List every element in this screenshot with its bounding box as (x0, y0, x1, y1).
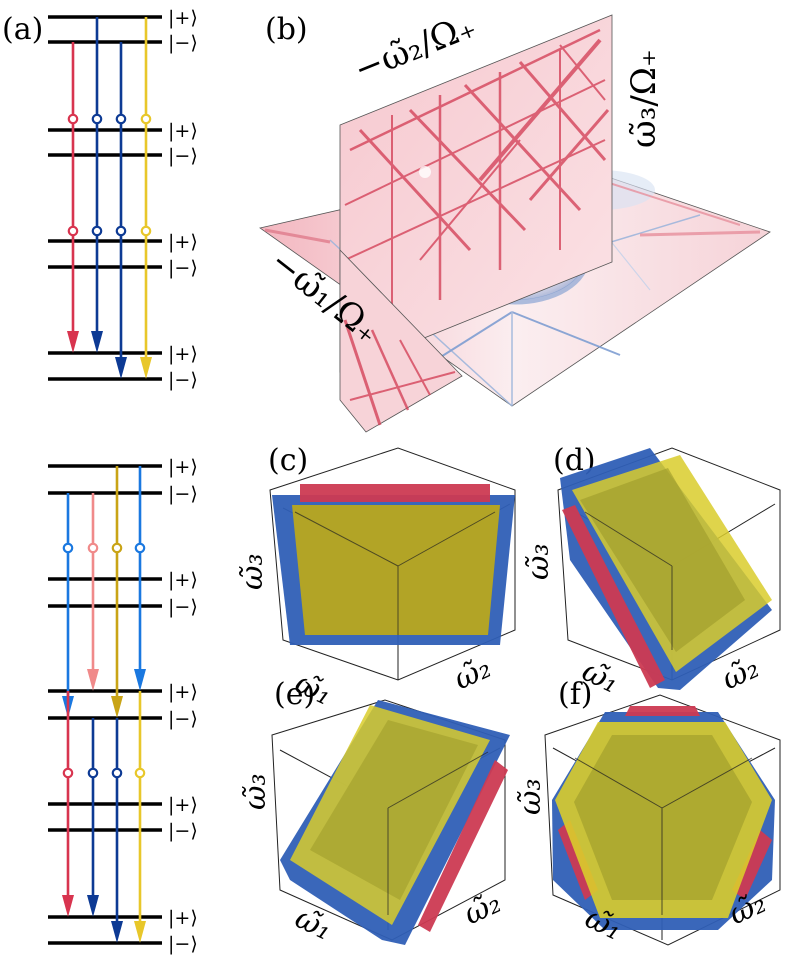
a-bot-intermediate-dot (62, 542, 74, 554)
slab-e-red (418, 760, 508, 932)
a-bot-level-ket: |+⟩ (168, 681, 198, 703)
a-top-level-ket: |−⟩ (168, 257, 198, 279)
a-bot-intermediate-dot (87, 767, 99, 779)
a-top-level-ket: |+⟩ (168, 343, 198, 365)
a-bot-arrow-head (134, 669, 146, 691)
front-wall-red-features (343, 319, 456, 426)
slab-f-red-right (732, 830, 772, 900)
a-bot-arrow-head (111, 921, 123, 943)
panel-f-cube: (f) ω̃₃ ω̃₁ ω̃₂ (513, 677, 781, 948)
a-top-arrow-head (140, 357, 152, 379)
c-omega3-label: ω̃₃ (235, 554, 270, 591)
a-bot-level-ket: |−⟩ (168, 820, 198, 842)
a-top-level-ket: |+⟩ (168, 7, 198, 29)
a-top-intermediate-dot (115, 225, 127, 237)
a-bot-intermediate-dot (134, 542, 146, 554)
a-top-intermediate-dot (91, 113, 103, 125)
d-omega2-label: ω̃₂ (717, 650, 765, 697)
a-bot-intermediate-dot (134, 767, 146, 779)
a-top-level-ket: |+⟩ (168, 231, 198, 253)
a-top-arrow-head (91, 331, 103, 353)
a-top-level-ket: |−⟩ (168, 32, 198, 54)
panel-d-cube: (d) ω̃₃ ω̃₁ ω̃₂ (521, 443, 781, 701)
panel-a-bottom-level-diagram: |+⟩ |−⟩ |+⟩ |−⟩ |+⟩ |−⟩ |+⟩ |−⟩ |+⟩ |−⟩ (48, 456, 198, 955)
a-bot-level-ket: |+⟩ (168, 794, 198, 816)
e-omega2-label: ω̃₂ (459, 885, 507, 932)
a-top-intermediate-dot (140, 113, 152, 125)
back-wall-bright-spot (419, 166, 431, 178)
panel-e-cube: (e) ω̃₃ ω̃₁ ω̃₂ (238, 677, 510, 948)
a-bot-level-ket: |+⟩ (168, 569, 198, 591)
d-omega3-label: ω̃₃ (521, 544, 556, 581)
a-bot-arrow-head (111, 696, 123, 718)
slab-c-red (300, 484, 490, 502)
energy-levels-top: |+⟩ |−⟩ |+⟩ |−⟩ |+⟩ |−⟩ |+⟩ |−⟩ (48, 7, 198, 391)
e-omega3-label: ω̃₃ (238, 774, 273, 811)
slab-f-olive (574, 735, 752, 900)
panel-b-label: (b) (265, 12, 308, 47)
panel-f-label: (f) (558, 677, 593, 712)
a-top-level-ket: |+⟩ (168, 120, 198, 142)
panel-c-cube: (c) ω̃₃ ω̃₁ ω̃₂ (235, 443, 516, 713)
f-omega3-label: ω̃₃ (513, 779, 548, 816)
slab-c-yellow (292, 505, 500, 635)
floor-red-features (264, 179, 761, 244)
a-bot-arrow-head (62, 895, 74, 917)
panel-e-label: (e) (274, 677, 315, 712)
c-omega2-label: ω̃₂ (449, 650, 497, 697)
a-top-level-ket: |−⟩ (168, 145, 198, 167)
a-bot-level-ket: |−⟩ (168, 933, 198, 955)
panel-b-spectrum-3d: (b) (259, 6, 771, 433)
slab-e-olive (310, 720, 478, 900)
a-top-intermediate-dot (140, 225, 152, 237)
back-wall-red-features (344, 28, 610, 330)
a-top-arrow-head (67, 331, 79, 353)
a-bot-level-ket: |−⟩ (168, 596, 198, 618)
a-bot-level-ket: |+⟩ (168, 907, 198, 929)
a-bot-level-ket: |−⟩ (168, 483, 198, 505)
a-bot-arrow-head (87, 895, 99, 917)
a-bot-intermediate-dot (87, 542, 99, 554)
panel-a-label: (a) (2, 12, 43, 47)
a-bot-intermediate-dot (111, 542, 123, 554)
b-axis-omega3-label: ω̃₃/Ω₊ (624, 49, 664, 148)
a-top-intermediate-dot (91, 225, 103, 237)
a-bot-level-ket: |−⟩ (168, 708, 198, 730)
a-top-level-ket: |−⟩ (168, 369, 198, 391)
transition-arrows-top (67, 17, 152, 379)
a-bot-arrow-head (134, 921, 146, 943)
a-top-arrow-head (115, 357, 127, 379)
a-bot-level-ket: |+⟩ (168, 456, 198, 478)
a-bot-intermediate-dot (111, 767, 123, 779)
a-top-intermediate-dot (67, 225, 79, 237)
panel-c-label: (c) (268, 443, 308, 478)
a-bot-intermediate-dot (62, 767, 74, 779)
transition-arrows-bottom (62, 466, 146, 943)
a-bot-arrow-head (87, 669, 99, 691)
slab-f-red (625, 706, 700, 716)
panel-a-top-level-diagram: (a) |+⟩ |−⟩ |+⟩ |−⟩ |+⟩ |−⟩ |+⟩ |−⟩ (2, 7, 198, 391)
a-top-intermediate-dot (115, 113, 127, 125)
a-top-intermediate-dot (67, 113, 79, 125)
e-omega1-label: ω̃₁ (290, 901, 338, 948)
slab-d-red (562, 505, 665, 688)
